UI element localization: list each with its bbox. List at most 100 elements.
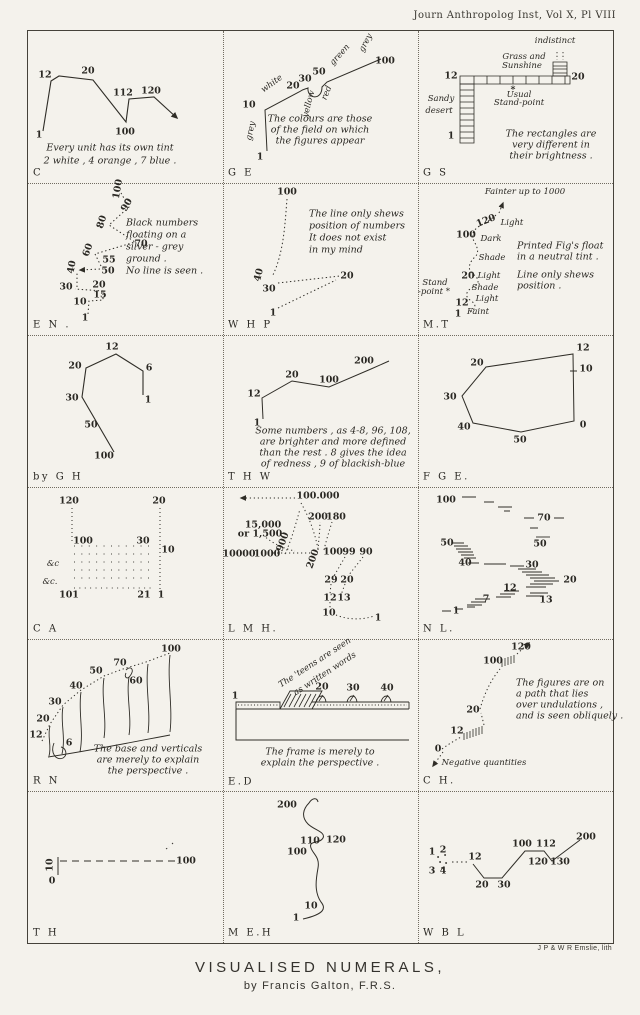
drawn-line <box>48 725 51 757</box>
panel-signature: T H <box>33 927 60 939</box>
number-label: 100.000 <box>296 490 340 502</box>
caption-line: Black numbers <box>126 217 199 229</box>
number-label: 100 <box>287 846 307 858</box>
number-label: 60 <box>129 675 143 687</box>
number-label: 20 <box>475 879 489 891</box>
number-label: 2 <box>439 844 447 856</box>
drawn-line <box>127 676 131 736</box>
panel-signature: C H. <box>423 775 456 787</box>
number-label: 180 <box>326 511 346 523</box>
number-label: 20 <box>68 360 82 372</box>
number-label: 50 <box>513 434 527 446</box>
caption-line: of the field on which <box>270 124 370 136</box>
panel-drawing <box>466 201 504 313</box>
panel-signature: R N <box>33 775 60 787</box>
panel-signature: M E.H <box>228 927 274 939</box>
number-label: 30 <box>65 392 79 404</box>
drawn-line <box>52 742 67 760</box>
number-label: 1 <box>454 308 462 320</box>
panel-signature: C <box>33 167 44 179</box>
word-label: Stand-point <box>493 98 545 108</box>
number-label: 1 <box>256 151 264 163</box>
drawn-line <box>333 556 346 577</box>
panel-signature: W H P <box>228 319 273 331</box>
drawn-line <box>102 677 106 739</box>
number-label: 120 <box>59 495 79 507</box>
drawn-line <box>347 556 364 577</box>
lithographer-credit: J P & W R Emslie, lith <box>537 945 612 952</box>
drawn-line <box>284 508 301 555</box>
drawn-line <box>472 839 581 879</box>
panel-drawing <box>41 652 172 760</box>
caption-line: Line only shews <box>517 269 594 281</box>
caption-line: The line only shews <box>309 208 404 220</box>
number-label: 0 <box>434 743 442 755</box>
number-label: 100 <box>277 186 297 198</box>
drawn-line <box>479 668 501 710</box>
number-label: 12 <box>468 851 482 863</box>
drawn-line <box>168 654 172 733</box>
panel-drawing <box>239 495 375 620</box>
number-label: 50 <box>312 66 326 78</box>
number-label: 3 <box>428 865 436 877</box>
word-label: Sunshine <box>502 61 542 71</box>
drawn-line <box>329 583 332 595</box>
number-label: 40 <box>380 682 394 694</box>
number-label: 100 <box>512 838 532 850</box>
number-label: 20 <box>563 574 577 586</box>
number-label: 20 <box>152 495 166 507</box>
drawn-line <box>165 841 175 850</box>
caption-line: The base and verticals <box>93 743 203 755</box>
number-label: 90 <box>359 546 373 558</box>
number-label: 40 <box>458 557 472 569</box>
number-label: 7 <box>482 593 490 605</box>
number-label: 12 <box>576 342 590 354</box>
panel-signature: W B L <box>423 927 467 939</box>
number-label: 100 <box>115 126 135 138</box>
drawn-line <box>79 691 82 753</box>
panel-drawing <box>459 52 571 144</box>
drawn-line <box>467 598 490 606</box>
drawn-line <box>480 712 485 726</box>
caption-line: Some numbers , as 4-8, 96, 108, <box>255 425 411 437</box>
number-label: 1 <box>428 846 436 858</box>
drawn-line <box>442 606 475 612</box>
caption-line: the figures appear <box>275 135 365 147</box>
drawn-line <box>317 521 321 551</box>
number-label: 10 <box>242 99 256 111</box>
number-label: 20 <box>286 80 300 92</box>
drawn-line <box>556 52 564 60</box>
number-label: 15,000 <box>244 519 282 531</box>
caption-line: position . <box>517 280 562 292</box>
drawn-line <box>498 201 504 214</box>
number-label: 21 <box>137 589 151 601</box>
drawn-line <box>318 694 389 702</box>
drawn-line <box>496 590 519 598</box>
word-label: Sandy <box>427 94 455 104</box>
number-label: 12 <box>455 297 469 309</box>
number-label: 1 <box>452 605 460 617</box>
number-label: 20 <box>315 681 329 693</box>
number-label: 10 <box>44 858 56 872</box>
number-label: 30 <box>443 391 457 403</box>
drawn-line <box>335 614 375 620</box>
row-divider <box>28 791 613 792</box>
drawn-line <box>526 592 548 597</box>
number-label: 70 <box>113 657 127 669</box>
drawn-line <box>277 275 341 284</box>
number-label: 0 <box>579 419 587 431</box>
drawn-line <box>461 353 575 433</box>
number-label: 100 <box>323 546 343 558</box>
panel-signature: E N . <box>33 319 72 331</box>
caption-line: very different in <box>512 139 590 151</box>
caption-line: in my mind <box>309 244 363 256</box>
